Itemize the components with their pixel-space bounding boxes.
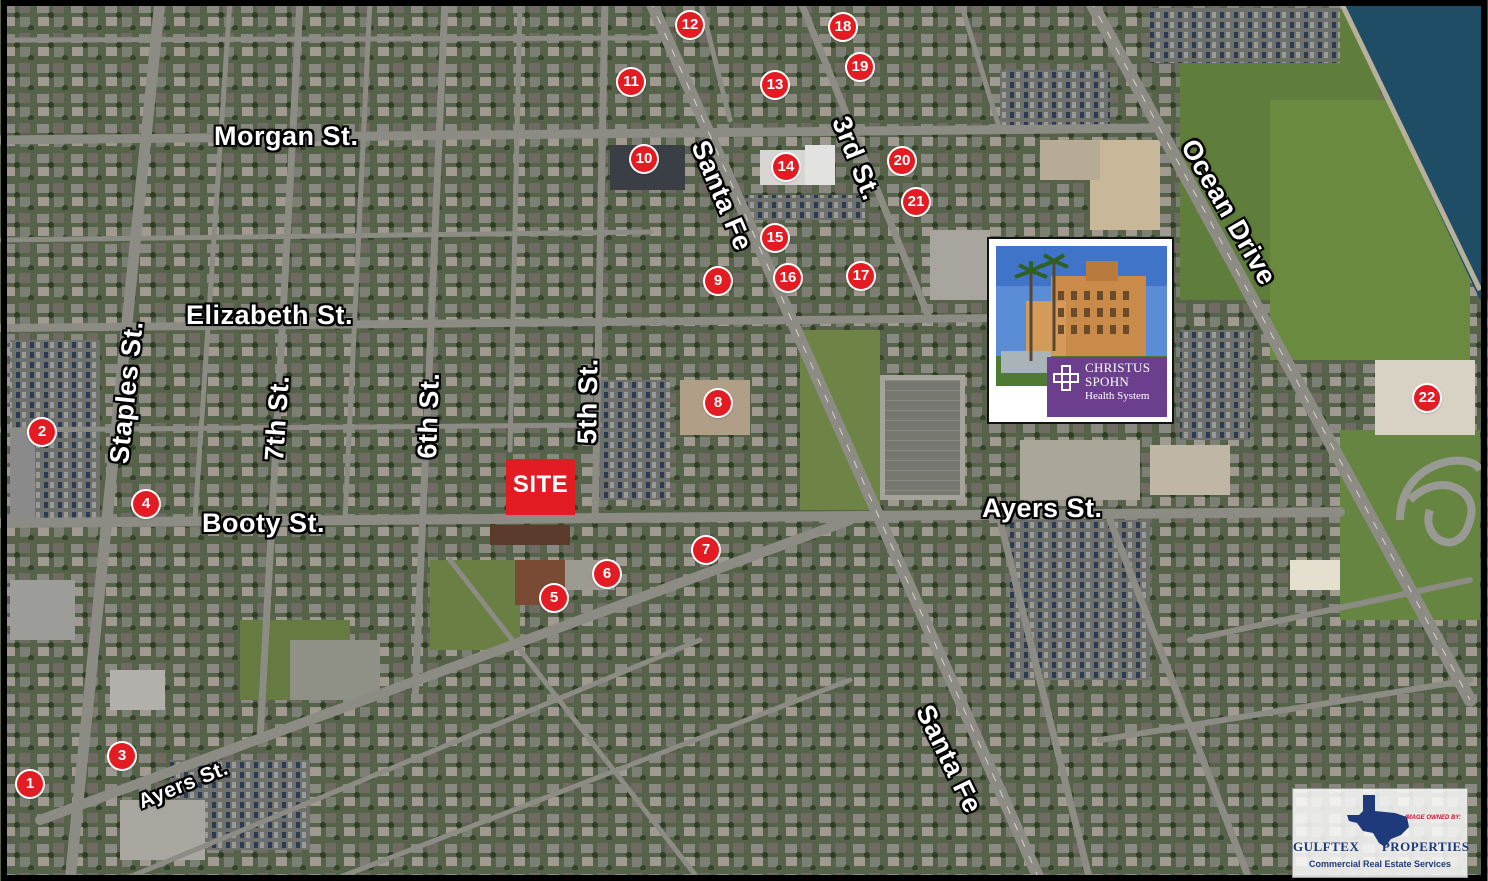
map-marker[interactable]: 20: [889, 148, 915, 174]
street-label-booty: Booty St.: [202, 508, 325, 538]
map-marker[interactable]: 12: [677, 12, 703, 38]
street-label-elizabeth: Elizabeth St.: [186, 300, 354, 330]
map-marker[interactable]: 22: [1414, 385, 1440, 411]
street-label-fifth: 5th St.: [572, 357, 604, 445]
map-marker[interactable]: 9: [705, 268, 731, 294]
texas-icon: [1347, 795, 1409, 847]
street-label-sixth: 6th St.: [412, 372, 445, 460]
map-marker[interactable]: 14: [773, 154, 799, 180]
hospital-inset[interactable]: CHRISTUS SPOHN Health System: [987, 237, 1174, 424]
map-marker[interactable]: 2: [29, 419, 55, 445]
map-marker[interactable]: 10: [631, 146, 657, 172]
map-marker[interactable]: 3: [109, 743, 135, 769]
logo-line-3: Health System: [1085, 390, 1150, 402]
cross-icon: [1053, 365, 1079, 391]
map-marker[interactable]: 21: [903, 189, 929, 215]
site-marker[interactable]: SITE: [506, 459, 575, 515]
watermark-owned-by: IMAGE OWNED BY:: [1404, 815, 1461, 821]
map-marker[interactable]: 7: [693, 537, 719, 563]
map-marker[interactable]: 8: [705, 390, 731, 416]
map-marker[interactable]: 15: [762, 225, 788, 251]
watermark-name-right: PROPERTIES: [1381, 839, 1470, 854]
map-marker[interactable]: 13: [762, 72, 788, 98]
map-marker[interactable]: 17: [848, 263, 874, 289]
watermark-name: GULFTEX PROPERTIES: [1293, 839, 1470, 855]
map-marker[interactable]: 5: [541, 585, 567, 611]
christus-spohn-logo: CHRISTUS SPOHN Health System: [1047, 357, 1167, 417]
map-marker[interactable]: 11: [618, 69, 644, 95]
gulftex-watermark: IMAGE OWNED BY: GULFTEX PROPERTIES Comme…: [1292, 788, 1470, 878]
map-marker[interactable]: 4: [133, 491, 159, 517]
watermark-name-left: GULFTEX: [1293, 839, 1360, 854]
street-label-seventh: 7th St.: [259, 374, 295, 463]
map-marker[interactable]: 1: [17, 771, 43, 797]
street-label-morgan: Morgan St.: [214, 121, 359, 151]
street-label-ayers-east: Ayers St.: [982, 493, 1103, 523]
logo-line-1: CHRISTUS: [1085, 360, 1151, 375]
logo-line-2: SPOHN: [1085, 374, 1130, 389]
map-marker[interactable]: 19: [847, 54, 873, 80]
map-marker[interactable]: 16: [775, 265, 801, 291]
watermark-tagline: Commercial Real Estate Services: [1308, 859, 1452, 869]
map-marker[interactable]: 6: [594, 561, 620, 587]
map-marker[interactable]: 18: [830, 14, 856, 40]
